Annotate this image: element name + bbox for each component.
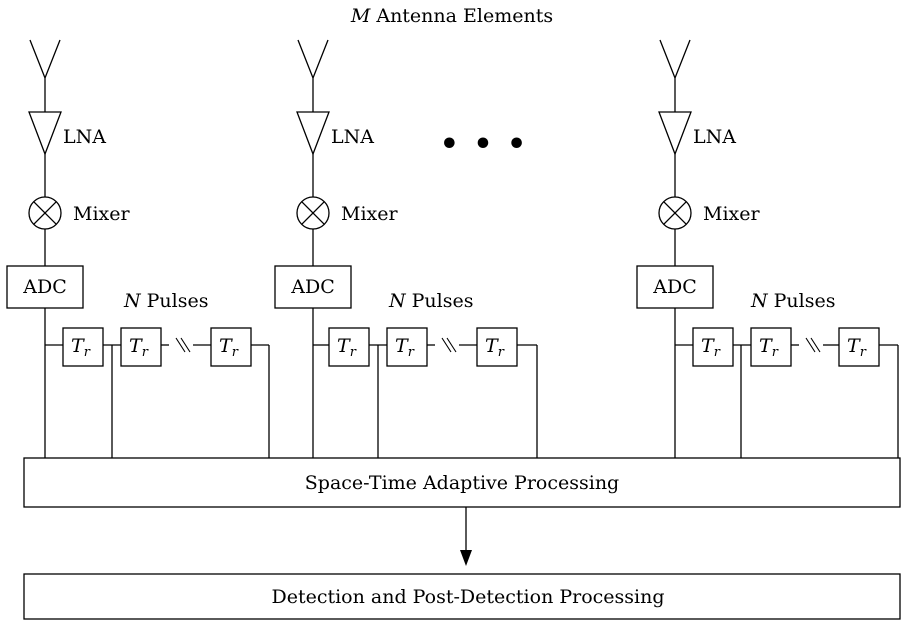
break-mark-icon	[175, 337, 191, 353]
antenna-icon	[659, 39, 691, 112]
stap-block	[23, 457, 901, 508]
delay-label: Tr	[485, 335, 505, 360]
delay-box	[838, 327, 880, 367]
detection-block-label: Detection and Post-Detection Processing	[271, 586, 664, 608]
adc-box	[274, 265, 352, 309]
more-channels-ellipsis: • • •	[440, 127, 528, 162]
delay-box	[750, 327, 792, 367]
mixer-icon	[296, 196, 330, 230]
mixer-label: Mixer	[703, 203, 760, 225]
delay-box	[210, 327, 252, 367]
delay-label: Tr	[759, 335, 779, 360]
delay-box	[62, 327, 104, 367]
title-text: Antenna Elements	[375, 5, 553, 27]
mixer-label: Mixer	[341, 203, 398, 225]
delay-label: Tr	[219, 335, 239, 360]
mixer-icon	[28, 196, 62, 230]
delay-label: Tr	[71, 335, 91, 360]
adc-label: ADC	[22, 276, 67, 298]
delay-label: Tr	[847, 335, 867, 360]
delay-box	[386, 327, 428, 367]
lna-label: LNA	[63, 126, 106, 148]
adc-label: ADC	[652, 276, 697, 298]
delay-label: Tr	[395, 335, 415, 360]
delay-label: Tr	[129, 335, 149, 360]
mixer-icon	[658, 196, 692, 230]
break-mark-icon	[805, 337, 821, 353]
lna-amplifier-icon	[28, 111, 62, 156]
lna-amplifier-icon	[658, 111, 692, 156]
antenna-icon	[297, 39, 329, 112]
detection-block	[23, 573, 901, 620]
delay-box	[328, 327, 370, 367]
lna-label: LNA	[331, 126, 374, 148]
arrow-down-icon	[460, 550, 472, 566]
mixer-label: Mixer	[73, 203, 130, 225]
delay-label: Tr	[701, 335, 721, 360]
stap-block-label: Space-Time Adaptive Processing	[305, 472, 619, 494]
adc-label: ADC	[290, 276, 335, 298]
delay-label: Tr	[337, 335, 357, 360]
break-mark-icon	[441, 337, 457, 353]
lna-label: LNA	[693, 126, 736, 148]
adc-box	[636, 265, 714, 309]
antenna-icon	[29, 39, 61, 112]
delay-box	[476, 327, 518, 367]
delay-box	[120, 327, 162, 367]
title-var: M	[350, 5, 371, 27]
delay-box	[692, 327, 734, 367]
lna-amplifier-icon	[296, 111, 330, 156]
